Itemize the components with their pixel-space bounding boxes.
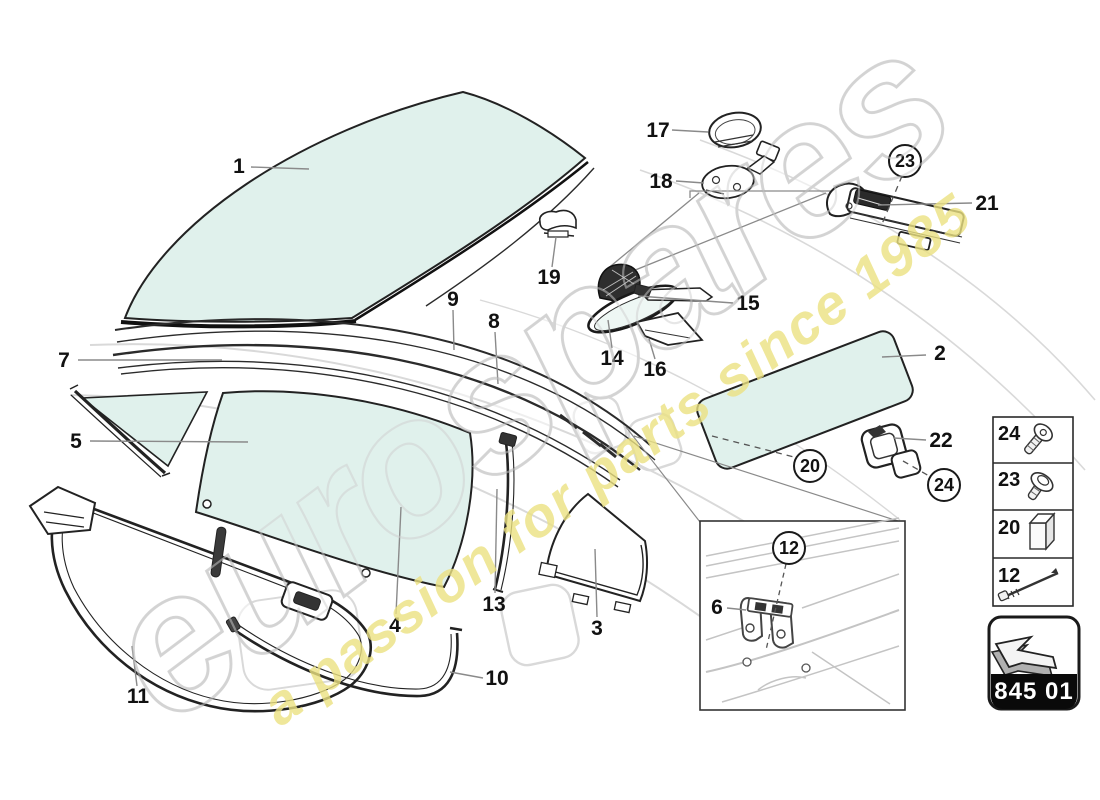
rain-sensor-cap (708, 111, 781, 162)
circled-callout-12[interactable]: 12 (772, 531, 806, 565)
inset-detail-box (625, 426, 906, 711)
part-label-2[interactable]: 2 (934, 342, 946, 365)
fastening-bracket (739, 596, 795, 649)
circled-callout-23[interactable]: 23 (888, 144, 922, 178)
sidebar-item-12[interactable]: 12 (997, 565, 1059, 602)
sidebar-ref-23: 23 (998, 469, 1020, 491)
circled-callout-20[interactable]: 20 (793, 449, 827, 483)
circled-label-12: 12 (779, 538, 799, 558)
spacer-block-icon (1028, 512, 1056, 551)
threaded-rod-icon (997, 568, 1059, 602)
door-aperture-seal (28, 485, 372, 713)
part-label-1[interactable]: 1 (233, 155, 245, 178)
part-label-3[interactable]: 3 (591, 617, 603, 640)
part-label-8[interactable]: 8 (488, 310, 500, 333)
roof-moulding-strips (112, 167, 656, 488)
part-label-14[interactable]: 14 (600, 347, 624, 370)
circled-callout-24[interactable]: 24 (927, 468, 961, 502)
group-code-box[interactable]: 845 01 (987, 615, 1081, 711)
group-code-label: 845 01 (994, 678, 1073, 705)
sidebar-item-20[interactable]: 20 (998, 512, 1056, 551)
lower-door-seal (225, 616, 463, 698)
part-label-6[interactable]: 6 (711, 596, 723, 619)
part-label-4[interactable]: 4 (389, 614, 401, 637)
rear-screen-glass (696, 330, 914, 470)
part-label-18[interactable]: 18 (649, 170, 673, 193)
part-label-17[interactable]: 17 (646, 119, 669, 142)
mirror-base-clip (538, 209, 577, 238)
part-label-11[interactable]: 11 (127, 685, 150, 708)
circled-label-23: 23 (895, 151, 915, 171)
sidebar-ref-24: 24 (998, 423, 1021, 445)
part-label-13[interactable]: 13 (482, 593, 505, 616)
washer-screw-icon (1027, 471, 1054, 501)
mirror-trim-lower (635, 312, 704, 346)
part-label-7[interactable]: 7 (58, 349, 70, 372)
circled-callouts: 12 20 23 24 (772, 144, 961, 565)
leader-lines (78, 129, 973, 687)
part-label-16[interactable]: 16 (643, 358, 666, 381)
part-label-19[interactable]: 19 (537, 266, 560, 289)
dashed-reference-lines (711, 175, 930, 477)
part-label-15[interactable]: 15 (736, 292, 760, 315)
part-label-9[interactable]: 9 (447, 288, 459, 311)
part-label-21[interactable]: 21 (975, 192, 999, 215)
diagram-art (28, 90, 973, 713)
sidebar-ref-20: 20 (998, 517, 1020, 539)
brake-light-assembly (826, 182, 965, 251)
sidebar-item-24[interactable]: 24 (998, 421, 1055, 459)
windscreen-glass (120, 90, 589, 329)
front-quarter-glass (69, 384, 209, 478)
circled-label-24: 24 (934, 475, 954, 495)
rain-sensor (701, 155, 776, 200)
circled-label-20: 20 (800, 456, 820, 476)
back-arrow-icon (990, 635, 1058, 677)
part-label-5[interactable]: 5 (70, 430, 82, 453)
sidebar-item-23[interactable]: 23 (998, 469, 1056, 505)
part-label-10[interactable]: 10 (485, 667, 508, 690)
sidebar-ref-12: 12 (998, 565, 1020, 587)
part-labels: 1 2 3 4 5 6 7 8 9 10 11 13 14 15 16 17 1… (58, 119, 999, 708)
part-label-22[interactable]: 22 (929, 429, 952, 452)
fastener-sidebar: 24 23 20 (992, 416, 1074, 607)
rear-quarter-glass (538, 492, 649, 614)
door-glass (194, 390, 474, 589)
torx-screw-icon (1024, 423, 1053, 455)
glass-clamp-clip (860, 423, 922, 479)
